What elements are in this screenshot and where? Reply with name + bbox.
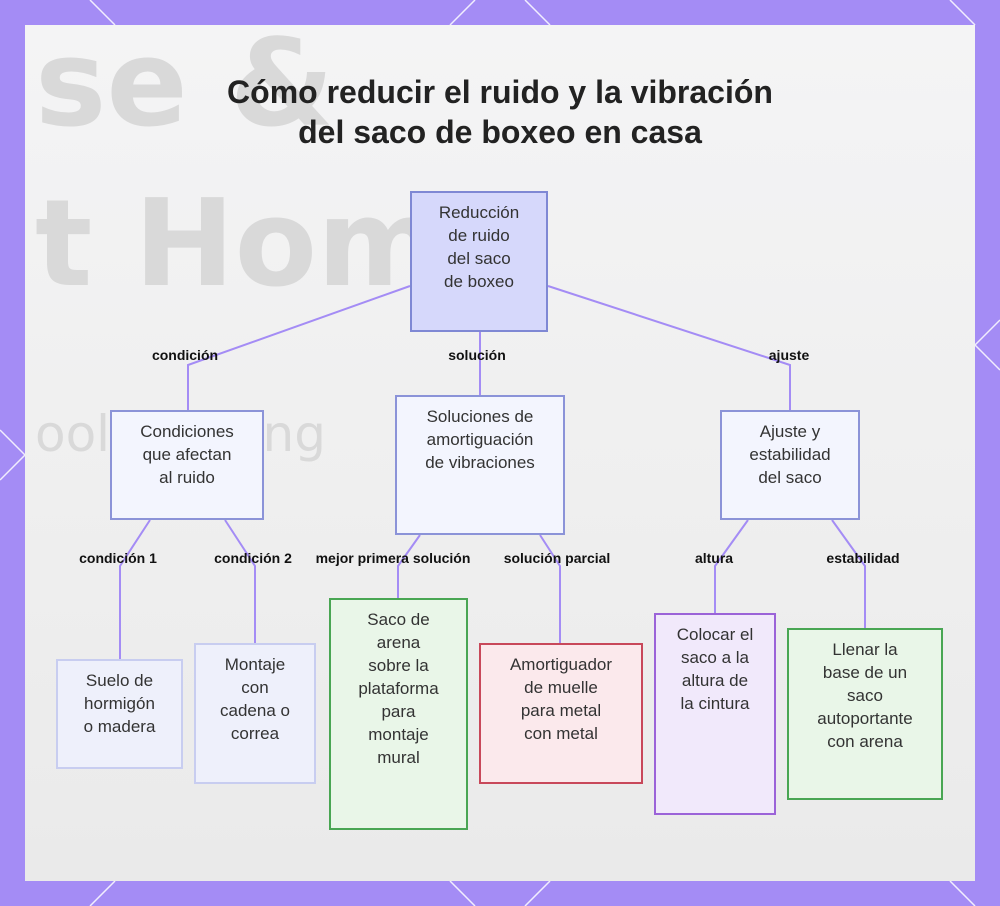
edge-label-condition: condición xyxy=(152,347,218,363)
edge-label-condition-2: condición 2 xyxy=(214,550,292,566)
link-adjust-waist xyxy=(715,520,748,613)
link-root-conditions xyxy=(188,286,410,410)
edge-label-adjust: ajuste xyxy=(769,347,809,363)
edge-label-condition-1: condición 1 xyxy=(79,550,157,566)
edge-label-stability: estabilidad xyxy=(826,550,899,566)
link-root-adjust xyxy=(548,286,790,410)
link-adjust-fill xyxy=(832,520,865,628)
edge-label-solution: solución xyxy=(448,347,506,363)
link-conditions-floor xyxy=(120,520,150,659)
link-conditions-mount xyxy=(225,520,255,643)
edge-label-partial: solución parcial xyxy=(504,550,611,566)
edge-label-height: altura xyxy=(695,550,733,566)
edge-label-best: mejor primera solución xyxy=(316,550,471,566)
link-solutions-sandbag xyxy=(398,535,420,598)
